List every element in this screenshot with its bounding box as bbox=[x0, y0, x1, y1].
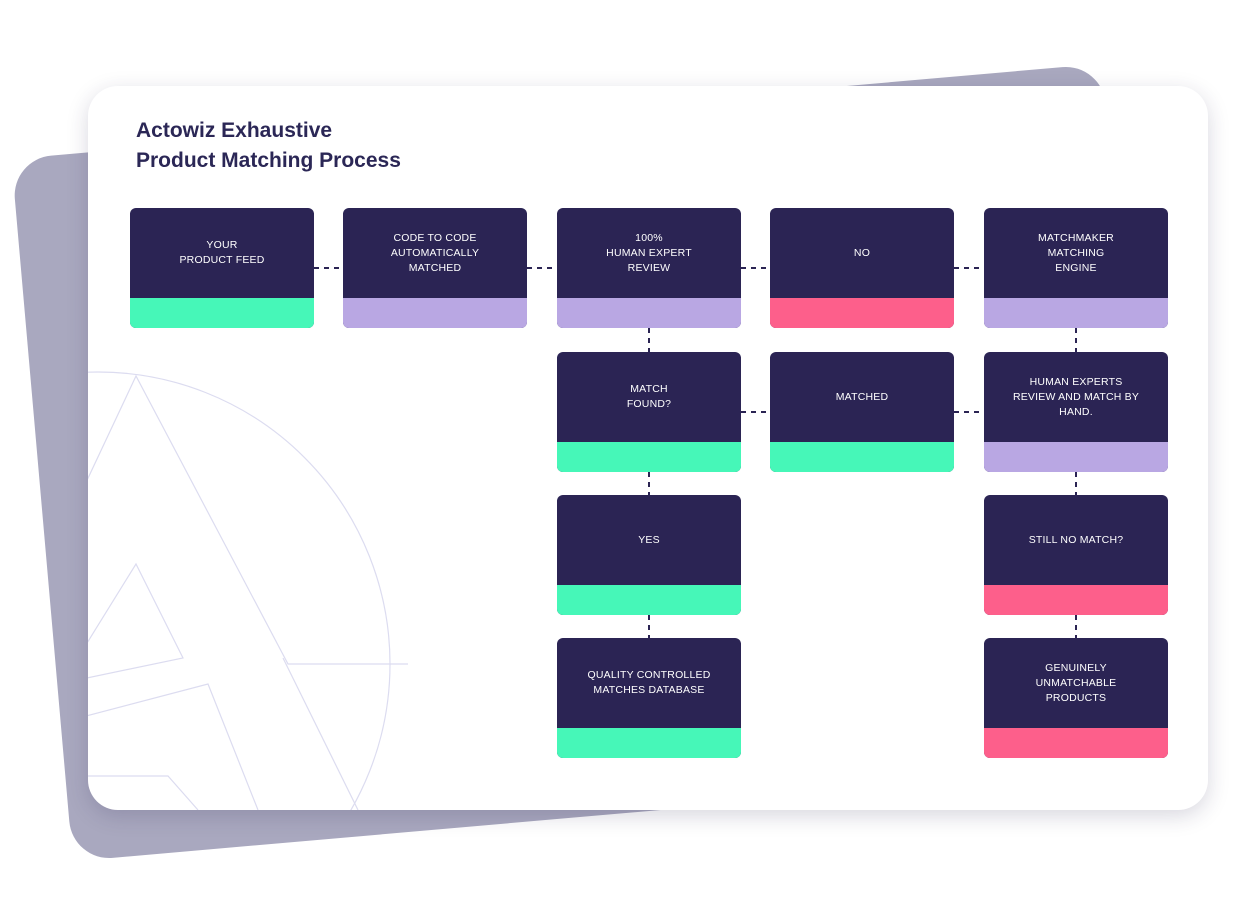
node-status-bar bbox=[557, 728, 741, 758]
node-status-bar bbox=[130, 298, 314, 328]
node-matched: MATCHED bbox=[770, 352, 954, 472]
node-status-bar bbox=[984, 728, 1168, 758]
node-status-bar bbox=[557, 298, 741, 328]
node-quality-controlled-database: QUALITY CONTROLLED MATCHES DATABASE bbox=[557, 638, 741, 758]
node-label: MATCH FOUND? bbox=[626, 383, 672, 410]
node-still-no-match: STILL NO MATCH? bbox=[984, 495, 1168, 615]
node-status-bar bbox=[984, 442, 1168, 472]
node-status-bar bbox=[984, 298, 1168, 328]
watermark-logo-icon bbox=[88, 371, 408, 810]
node-label: HUMAN EXPERTS REVIEW AND MATCH BY HAND. bbox=[1012, 375, 1140, 418]
node-label: 100% HUMAN EXPERT REVIEW bbox=[606, 231, 692, 274]
node-label: NO bbox=[853, 246, 871, 259]
node-label: QUALITY CONTROLLED MATCHES DATABASE bbox=[587, 669, 711, 696]
node-status-bar bbox=[770, 298, 954, 328]
node-yes: YES bbox=[557, 495, 741, 615]
node-label: YES bbox=[638, 533, 660, 546]
title-line-2: Product Matching Process bbox=[136, 149, 401, 172]
node-code-to-code: CODE TO CODE AUTOMATICALLY MATCHED bbox=[343, 208, 527, 328]
node-status-bar bbox=[557, 442, 741, 472]
node-genuinely-unmatchable: GENUINELY UNMATCHABLE PRODUCTS bbox=[984, 638, 1168, 758]
node-no: NO bbox=[770, 208, 954, 328]
node-your-product-feed: YOUR PRODUCT FEED bbox=[130, 208, 314, 328]
diagram-card: Actowiz Exhaustive Product Matching Proc… bbox=[88, 86, 1208, 810]
node-status-bar bbox=[984, 585, 1168, 615]
connector-lines bbox=[314, 267, 1077, 638]
node-match-found: MATCH FOUND? bbox=[557, 352, 741, 472]
node-matchmaker-engine: MATCHMAKER MATCHING ENGINE bbox=[984, 208, 1168, 328]
node-label: YOUR PRODUCT FEED bbox=[179, 239, 265, 266]
node-status-bar bbox=[557, 585, 741, 615]
node-human-experts-by-hand: HUMAN EXPERTS REVIEW AND MATCH BY HAND. bbox=[984, 352, 1168, 472]
node-label: MATCHMAKER MATCHING ENGINE bbox=[1038, 231, 1114, 274]
title-line-1: Actowiz Exhaustive bbox=[136, 119, 333, 142]
node-label: CODE TO CODE AUTOMATICALLY MATCHED bbox=[390, 231, 480, 274]
node-status-bar bbox=[343, 298, 527, 328]
node-label: GENUINELY UNMATCHABLE PRODUCTS bbox=[1035, 661, 1117, 704]
node-human-expert-review: 100% HUMAN EXPERT REVIEW bbox=[557, 208, 741, 328]
node-label: MATCHED bbox=[835, 390, 889, 403]
diagram-title: Actowiz Exhaustive Product Matching Proc… bbox=[136, 116, 401, 176]
node-label: STILL NO MATCH? bbox=[1028, 533, 1124, 546]
node-status-bar bbox=[770, 442, 954, 472]
